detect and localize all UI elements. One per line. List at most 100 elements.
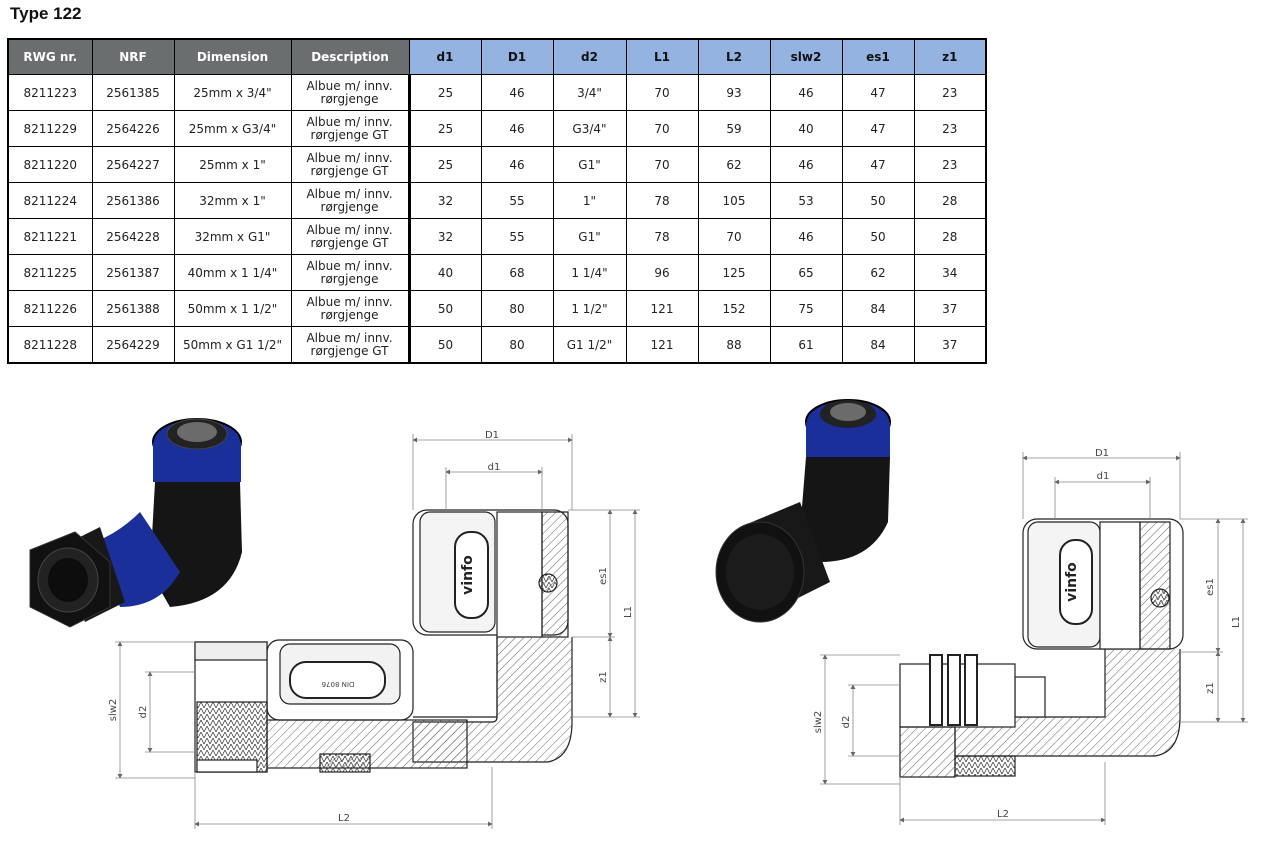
description-line-2: rørgjenge: [320, 307, 379, 322]
dim-label-d1-right: d1: [1097, 471, 1110, 482]
cell-dimension: 25mm x 3/4": [173, 74, 292, 111]
description-line-2: rørgjenge GT: [310, 235, 389, 250]
cell-D1: 80: [480, 326, 554, 364]
description-line-1: Albue m/ innv.: [306, 222, 393, 237]
description-line-1: Albue m/ innv.: [306, 294, 393, 309]
cell-dimension: 32mm x 1": [173, 182, 292, 219]
cell-d1: 25: [407, 110, 482, 147]
dim-label-d2-left: d2: [138, 706, 149, 719]
cell-L2: 105: [697, 182, 771, 219]
cell-z1: 28: [913, 218, 987, 255]
cell-z1: 37: [913, 326, 987, 364]
cell-d2: 1 1/4": [552, 254, 627, 291]
col-header-description: Description: [290, 38, 410, 75]
description-line-2: rørgjenge GT: [310, 163, 389, 178]
description-line-2: rørgjenge: [320, 199, 379, 214]
cell-rwg: 8211229: [7, 110, 93, 147]
cell-D1: 68: [480, 254, 554, 291]
cell-L2: 62: [697, 146, 771, 183]
dim-label-D1-right: D1: [1095, 448, 1109, 459]
cell-L1: 70: [625, 74, 699, 111]
cell-slw2: 46: [769, 74, 843, 111]
cell-L1: 96: [625, 254, 699, 291]
cell-slw2: 65: [769, 254, 843, 291]
dim-label-d2-right: d2: [841, 716, 852, 729]
col-header-L1: L1: [625, 38, 699, 75]
spec-table: RWG nr. NRF Dimension Description d1 D1 …: [7, 38, 987, 364]
col-header-L2: L2: [697, 38, 771, 75]
cell-rwg: 8211228: [7, 326, 93, 364]
cell-L1: 78: [625, 218, 699, 255]
cell-rwg: 8211224: [7, 182, 93, 219]
cell-D1: 46: [480, 110, 554, 147]
cell-slw2: 46: [769, 218, 843, 255]
cell-d1: 50: [407, 290, 482, 327]
page-title: Type 122: [10, 4, 82, 23]
cell-nrf: 2564226: [91, 110, 175, 147]
cell-dimension: 25mm x 1": [173, 146, 292, 183]
cell-L2: 93: [697, 74, 771, 111]
dim-label-es1-left: es1: [598, 567, 609, 585]
description-line-2: rørgjenge GT: [310, 343, 389, 358]
cell-es1: 50: [841, 218, 915, 255]
cell-d1: 32: [407, 218, 482, 255]
cell-L2: 88: [697, 326, 771, 364]
col-header-slw2: slw2: [769, 38, 843, 75]
description-line-1: Albue m/ innv.: [306, 258, 393, 273]
cell-es1: 47: [841, 146, 915, 183]
cell-nrf: 2561387: [91, 254, 175, 291]
cell-D1: 46: [480, 146, 554, 183]
cell-nrf: 2561386: [91, 182, 175, 219]
cell-nrf: 2564228: [91, 218, 175, 255]
cell-dimension: 40mm x 1 1/4": [173, 254, 292, 291]
cell-L1: 121: [625, 290, 699, 327]
cell-d1: 50: [407, 326, 482, 364]
cell-d2: 1": [552, 182, 627, 219]
cell-L2: 125: [697, 254, 771, 291]
cell-nrf: 2561385: [91, 74, 175, 111]
cell-es1: 47: [841, 110, 915, 147]
cell-L1: 78: [625, 182, 699, 219]
dim-label-L2-left: L2: [338, 813, 350, 824]
cell-z1: 23: [913, 110, 987, 147]
dim-label-es1-right: es1: [1205, 578, 1216, 596]
col-header-d1: d1: [408, 38, 482, 75]
cell-d1: 25: [407, 146, 482, 183]
cell-dimension: 32mm x G1": [173, 218, 292, 255]
cell-d1: 25: [407, 74, 482, 111]
dim-label-L2-right: L2: [997, 809, 1009, 820]
description-line-1: Albue m/ innv.: [306, 114, 393, 129]
cell-dimension: 50mm x 1 1/2": [173, 290, 292, 327]
cell-description: Albue m/ innv.rørgjenge: [290, 290, 410, 327]
fitting-drawing-right: [820, 452, 1248, 825]
cell-description: Albue m/ innv.rørgjenge GT: [290, 146, 410, 183]
cell-D1: 46: [480, 74, 554, 111]
cell-dimension: 25mm x G3/4": [173, 110, 292, 147]
cell-rwg: 8211226: [7, 290, 93, 327]
cell-description: Albue m/ innv.rørgjenge GT: [290, 110, 410, 147]
description-line-2: rørgjenge: [320, 271, 379, 286]
cell-description: Albue m/ innv.rørgjenge GT: [290, 326, 410, 364]
col-header-z1: z1: [913, 38, 987, 75]
dim-label-slw2-right: slw2: [813, 711, 824, 734]
cell-d2: G3/4": [552, 110, 627, 147]
cell-nrf: 2564227: [91, 146, 175, 183]
fitting-drawing-left: [115, 434, 640, 829]
cell-d2: 1 1/2": [552, 290, 627, 327]
cell-d2: G1": [552, 218, 627, 255]
description-line-1: Albue m/ innv.: [306, 186, 393, 201]
col-header-rwg: RWG nr.: [7, 38, 93, 75]
cell-d1: 40: [407, 254, 482, 291]
technical-drawings: D1 d1 es1 L1 z1 slw2 d2 L2 DIN 8076 vinf…: [29, 399, 1248, 829]
description-line-2: rørgjenge GT: [310, 127, 389, 142]
dim-label-d1-left: d1: [488, 462, 501, 473]
dim-label-z1-left: z1: [598, 671, 609, 683]
dim-label-slw2-left: slw2: [108, 699, 119, 722]
